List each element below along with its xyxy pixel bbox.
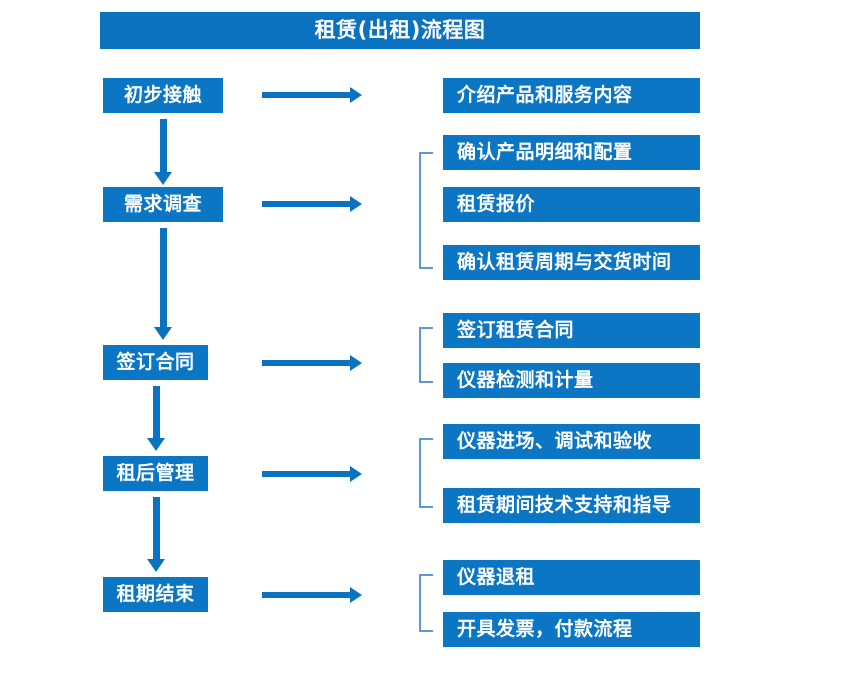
detail-box-introduce-products[interactable]: 介绍产品和服务内容 (443, 78, 700, 113)
vertical-arrow-needs-to-contract (153, 228, 173, 340)
detail-box-technical-support[interactable]: 租赁期间技术支持和指导 (443, 488, 700, 523)
detail-box-confirm-product-details[interactable]: 确认产品明细和配置 (443, 135, 700, 170)
stage-box-post-rental-management[interactable]: 租后管理 (103, 456, 208, 491)
vertical-arrow-management-to-end (146, 497, 166, 572)
detail-box-instrument-inspection[interactable]: 仪器检测和计量 (443, 363, 700, 398)
group-bracket-post-rental-management (419, 438, 433, 508)
detail-box-sign-rental-contract[interactable]: 签订租赁合同 (443, 313, 700, 348)
group-bracket-needs-survey (419, 152, 433, 269)
horizontal-arrow-needs-survey (262, 195, 362, 213)
group-bracket-sign-contract (419, 327, 433, 383)
horizontal-arrow-sign-contract (262, 354, 362, 372)
horizontal-arrow-lease-end (262, 586, 362, 604)
chart-title: 租赁(出租)流程图 (100, 12, 700, 49)
detail-box-rental-quotation[interactable]: 租赁报价 (443, 187, 700, 222)
stage-box-needs-survey[interactable]: 需求调查 (103, 187, 223, 222)
stage-box-initial-contact[interactable]: 初步接触 (103, 78, 223, 113)
detail-box-instrument-entry-commissioning[interactable]: 仪器进场、调试和验收 (443, 424, 700, 459)
detail-box-confirm-rental-period[interactable]: 确认租赁周期与交货时间 (443, 245, 700, 280)
horizontal-arrow-initial-contact (262, 86, 362, 104)
group-bracket-lease-end (419, 574, 433, 632)
vertical-arrow-initial-to-needs (153, 119, 173, 185)
stage-box-sign-contract[interactable]: 签订合同 (103, 345, 208, 380)
detail-box-invoice-payment[interactable]: 开具发票，付款流程 (443, 612, 700, 647)
stage-box-lease-end[interactable]: 租期结束 (103, 577, 208, 612)
detail-box-instrument-return[interactable]: 仪器退租 (443, 560, 700, 595)
horizontal-arrow-post-rental-management (262, 465, 362, 483)
vertical-arrow-contract-to-management (146, 386, 166, 451)
